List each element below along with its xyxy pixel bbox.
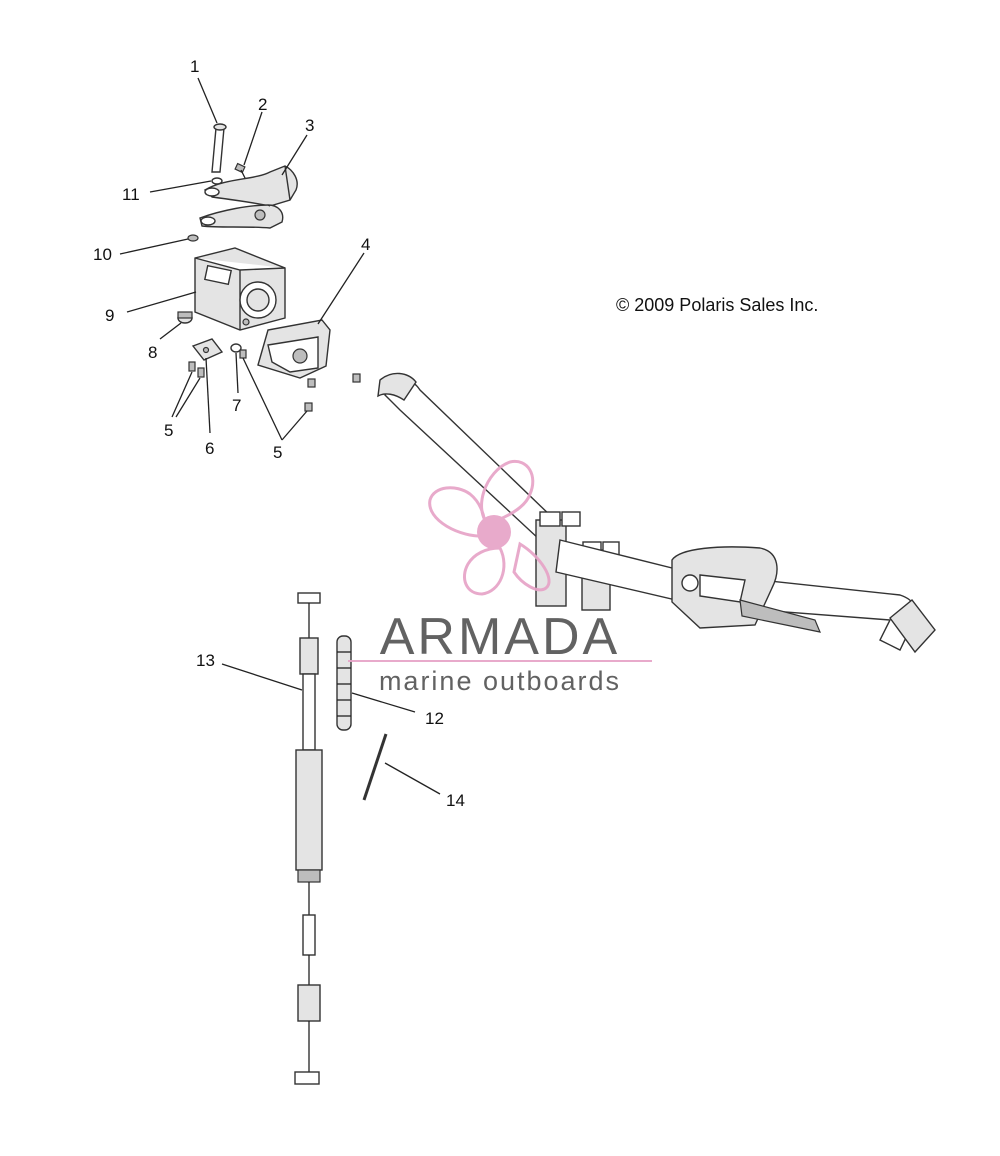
callout-5-right: 5 bbox=[273, 443, 282, 462]
part-9-housing bbox=[194, 247, 286, 331]
part-5-screws-left bbox=[188, 361, 205, 378]
callout-1: 1 bbox=[190, 57, 199, 76]
part-12-spring bbox=[336, 635, 352, 731]
part-14-rod bbox=[362, 733, 388, 801]
callout-8: 8 bbox=[148, 343, 157, 362]
watermark-tagline: marine outboards bbox=[379, 666, 621, 696]
part-4-cover bbox=[257, 319, 331, 379]
callout-7: 7 bbox=[232, 396, 241, 415]
part-8-plug bbox=[177, 311, 193, 324]
callout-labels: 1 2 3 4 5 5 6 7 8 9 10 11 12 13 14 bbox=[93, 57, 465, 810]
callout-9: 9 bbox=[105, 306, 114, 325]
callout-10: 10 bbox=[93, 245, 112, 264]
part-13-cable bbox=[294, 592, 323, 1085]
part-2-screw bbox=[234, 162, 247, 181]
copyright-text: © 2009 Polaris Sales Inc. bbox=[616, 295, 818, 315]
part-7-oring bbox=[230, 343, 242, 353]
callout-14: 14 bbox=[446, 791, 465, 810]
part-10-clip bbox=[187, 234, 199, 242]
part-5-screws-right bbox=[239, 349, 361, 412]
callout-13: 13 bbox=[196, 651, 215, 670]
part-3-lever-bracket bbox=[199, 165, 298, 229]
callout-2: 2 bbox=[258, 95, 267, 114]
propeller-logo bbox=[428, 459, 551, 596]
callout-4: 4 bbox=[361, 235, 370, 254]
part-6-plate bbox=[191, 338, 224, 361]
callout-6: 6 bbox=[205, 439, 214, 458]
leader-lines bbox=[119, 77, 441, 795]
callout-12: 12 bbox=[425, 709, 444, 728]
watermark: ARMADA marine outboards bbox=[348, 459, 652, 696]
watermark-brand: ARMADA bbox=[380, 608, 620, 666]
handlebar-assembly bbox=[377, 372, 936, 654]
part-1-pin bbox=[211, 123, 227, 173]
callout-11: 11 bbox=[122, 185, 140, 204]
callout-5-left: 5 bbox=[164, 421, 173, 440]
callout-3: 3 bbox=[305, 116, 314, 135]
